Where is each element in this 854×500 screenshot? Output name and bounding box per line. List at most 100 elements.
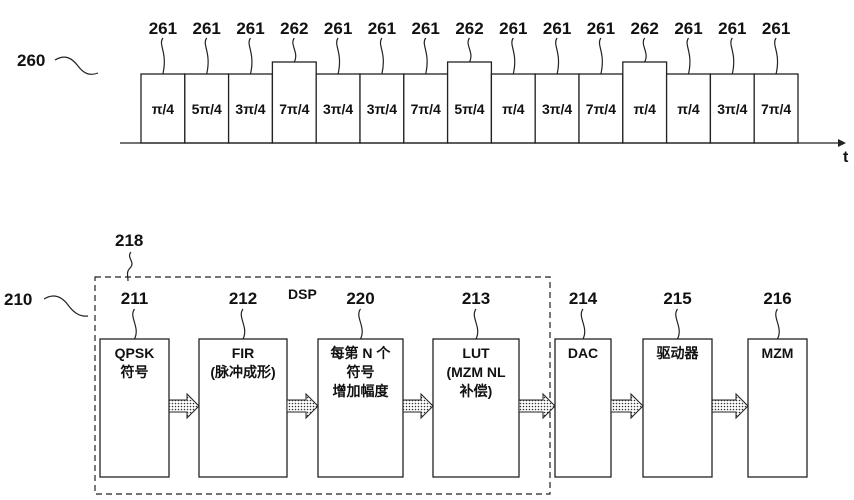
block-ref: 216 — [763, 289, 791, 308]
timeline-slot: π/4 261 — [665, 19, 712, 144]
block-215: 驱动器 215 — [642, 289, 713, 478]
slot-ref: 261 — [324, 19, 352, 38]
slot-ref: 262 — [455, 19, 483, 38]
slot-phase-label: 3π/4 — [717, 101, 747, 117]
block-label-line: 驱动器 — [657, 345, 700, 361]
slot-ref: 261 — [674, 19, 702, 38]
block-label-line: QPSK — [115, 345, 155, 361]
block-label-line: (MZM NL — [446, 364, 506, 380]
slot-phase-label: 7π/4 — [279, 101, 309, 117]
timeline-slot: π/4 261 — [490, 19, 536, 144]
slot-ref-leader — [730, 37, 735, 75]
block-label-line: 增加幅度 — [333, 383, 390, 399]
slot-phase-label: 5π/4 — [192, 101, 222, 117]
block-ref: 215 — [663, 289, 691, 308]
slot-phase-label: π/4 — [152, 101, 175, 117]
slot-phase-label: 7π/4 — [761, 101, 791, 117]
slot-ref-leader — [336, 37, 341, 75]
signal-flow-arrow — [711, 392, 749, 420]
slot-ref: 261 — [762, 19, 790, 38]
timeline-slot: 7π/4 261 — [578, 19, 624, 144]
slot-phase-label: 7π/4 — [586, 101, 616, 117]
slot-box — [359, 73, 405, 144]
block-label-line: DAC — [568, 345, 598, 361]
signal-flow-arrow — [286, 392, 319, 420]
slot-ref: 261 — [149, 19, 177, 38]
block-ref-leader — [473, 308, 479, 340]
slot-box — [534, 73, 580, 144]
block-label-line: 每第 N 个 — [331, 345, 392, 361]
block-label-line: 补偿) — [459, 383, 493, 399]
slot-box — [140, 73, 186, 144]
slot-ref-leader — [598, 37, 603, 75]
slot-phase-label: π/4 — [633, 101, 656, 117]
block-box — [747, 338, 808, 478]
block-212: FIR (脉冲成形) 212 — [198, 289, 288, 478]
block-ref-leader — [358, 308, 363, 340]
slot-phase-label: π/4 — [502, 101, 525, 117]
system-ref-leader — [43, 295, 89, 317]
slot-ref-leader — [423, 37, 428, 75]
slot-phase-label: 3π/4 — [542, 101, 572, 117]
slot-phase-label: 3π/4 — [367, 101, 397, 117]
block-box — [99, 338, 170, 478]
timeline-ref: 260 — [17, 51, 45, 70]
block-ref: 213 — [462, 289, 490, 308]
timeline-slot: 3π/4 261 — [359, 19, 405, 144]
block-label-line: 符号 — [346, 364, 375, 380]
block-ref-leader — [132, 308, 137, 340]
block-label-line: 符号 — [120, 364, 149, 380]
block-ref: 211 — [121, 289, 148, 308]
slot-ref: 262 — [280, 19, 308, 38]
slot-phase-label: 3π/4 — [323, 101, 353, 117]
block-ref-leader — [775, 308, 780, 340]
block-box — [432, 338, 520, 478]
slot-ref-leader — [204, 37, 209, 75]
slot-ref-leader — [774, 37, 779, 75]
slot-ref: 261 — [499, 19, 527, 38]
slot-ref: 261 — [587, 19, 615, 38]
slot-ref-leader — [555, 37, 560, 75]
timeline-slot: 3π/4 261 — [315, 19, 361, 144]
slot-ref-leader — [160, 37, 165, 75]
block-box — [198, 338, 288, 478]
slot-ref-leader — [642, 37, 647, 63]
time-axis-label: t — [843, 149, 849, 166]
time-axis-arrowhead — [838, 139, 846, 147]
block-ref: 212 — [229, 289, 257, 308]
timeline-slot: 7π/4 261 — [753, 19, 799, 144]
symbol-timeline: 260 π/42615π/42613π/42617π/42623π/42613π… — [17, 19, 849, 166]
signal-flow-arrow — [610, 392, 644, 420]
signal-flow-arrow — [168, 392, 200, 420]
timeline-ref-leader — [54, 56, 99, 75]
slot-ref: 261 — [368, 19, 396, 38]
slot-ref-leader — [467, 37, 472, 63]
signal-flow-arrow — [402, 392, 434, 420]
timeline-slots: π/42615π/42613π/42617π/42623π/42613π/426… — [140, 19, 799, 144]
slot-ref-leader — [248, 37, 253, 75]
slot-box — [184, 73, 230, 144]
block-label-line: FIR — [232, 345, 255, 361]
slot-phase-label: π/4 — [677, 101, 700, 117]
dsp-ref: 218 — [115, 231, 143, 250]
slot-phase-label: 3π/4 — [235, 101, 265, 117]
block-ref: 214 — [569, 289, 598, 308]
slot-ref-leader — [379, 37, 384, 75]
dsp-label: DSP — [288, 286, 317, 302]
block-211: QPSK 符号 211 — [99, 289, 170, 478]
timeline-slot: 7π/4 262 — [271, 19, 317, 144]
block-ref-leader — [240, 308, 246, 340]
block-label-line: (脉冲成形) — [210, 364, 275, 380]
